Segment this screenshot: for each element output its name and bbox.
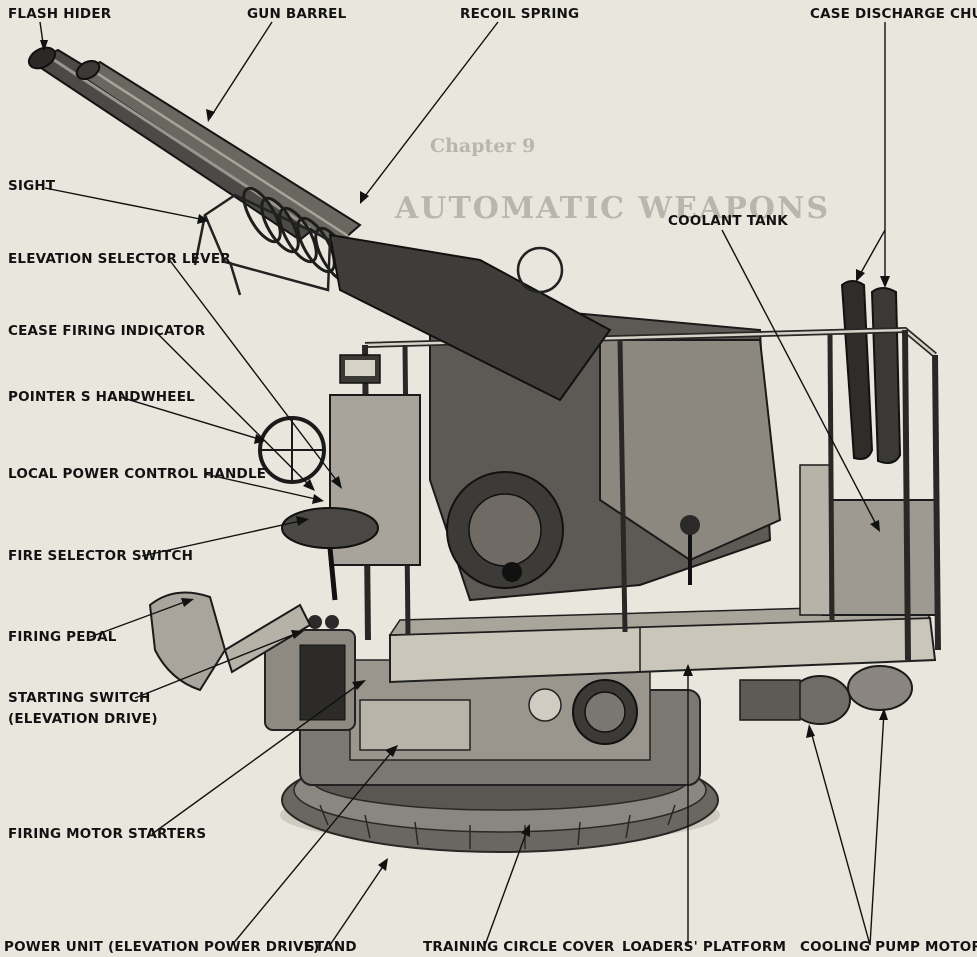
label-firing-motor-starters: FIRING MOTOR STARTERS xyxy=(8,826,206,842)
pointers-handwheel-shape xyxy=(258,416,326,484)
leader-cooling-pump-left xyxy=(809,727,871,946)
label-starting-switch-line2: (ELEVATION DRIVE) xyxy=(8,711,158,727)
leader-training-circle xyxy=(484,827,529,946)
case-discharge-chutes-shape xyxy=(840,280,902,464)
leader-sight xyxy=(44,187,206,221)
leader-recoil-spring xyxy=(361,21,499,201)
label-starting-switch-line1: STARTING SWITCH xyxy=(8,690,150,706)
pointer-station xyxy=(258,354,421,601)
leader-fire-selector xyxy=(141,519,306,557)
label-stand: STAND xyxy=(305,939,357,955)
label-coolant-tank: COOLANT TANK xyxy=(668,213,788,229)
pointer-seat xyxy=(281,507,379,549)
background-heading-text: AUTOMATIC WEAPONS xyxy=(394,191,830,226)
flash-hider-shape xyxy=(27,46,57,70)
label-flash-hider: FLASH HIDER xyxy=(8,6,112,22)
firing-motor-starters-box xyxy=(359,699,471,751)
label-elevation-selector-lever: ELEVATION SELECTOR LEVER xyxy=(8,251,231,267)
receiver-shape xyxy=(328,233,612,402)
leader-starting-switch xyxy=(134,631,301,699)
leader-stand xyxy=(329,861,387,946)
coolant-tank-shape xyxy=(799,464,938,616)
leader-lines xyxy=(39,21,890,946)
gun-mount-illustration xyxy=(27,46,941,853)
label-cease-firing-indicator: CEASE FIRING INDICATOR xyxy=(8,323,206,339)
label-firing-pedal: FIRING PEDAL xyxy=(8,629,117,645)
cooling-pump-motors-shape xyxy=(739,665,913,725)
label-pointers-handwheel: POINTER S HANDWHEEL xyxy=(8,389,195,405)
leader-firing-pedal xyxy=(89,599,191,638)
label-case-discharge-chutes: CASE DISCHARGE CHUTES xyxy=(810,6,977,22)
callout-labels: FLASH HIDER GUN BARREL RECOIL SPRING CAS… xyxy=(4,6,977,955)
firing-pedal-shape xyxy=(148,591,312,692)
label-cooling-pump-motors: COOLING PUMP MOTORS xyxy=(800,939,977,955)
label-loaders-platform: LOADERS' PLATFORM xyxy=(622,939,786,955)
leader-coolant-tank xyxy=(721,229,879,529)
leader-local-power xyxy=(204,473,321,501)
leader-pointers-handwheel xyxy=(119,396,263,441)
background-page-text: Chapter 9 AUTOMATIC WEAPONS xyxy=(394,135,830,226)
label-local-power-control-handle: LOCAL POWER CONTROL HANDLE xyxy=(8,466,266,482)
label-gun-barrel: GUN BARREL xyxy=(247,6,347,22)
label-power-unit: POWER UNIT (ELEVATION POWER DRIVE) xyxy=(4,939,319,955)
leader-power-unit xyxy=(231,747,396,946)
leader-cooling-pump-right xyxy=(869,711,885,946)
leader-case-chutes-left xyxy=(857,229,886,279)
label-training-circle-cover: TRAINING CIRCLE COVER xyxy=(423,939,615,955)
leader-firing-motor-starters xyxy=(151,681,363,835)
label-sight: SIGHT xyxy=(8,178,56,194)
sight-shape xyxy=(193,193,564,296)
leader-cease-firing xyxy=(154,330,313,489)
leader-elevation-selector xyxy=(167,257,341,486)
label-recoil-spring: RECOIL SPRING xyxy=(460,6,579,22)
loaders-platform-shape xyxy=(388,604,937,684)
label-fire-selector-switch: FIRE SELECTOR SWITCH xyxy=(8,548,193,564)
background-chapter-text: Chapter 9 xyxy=(430,135,535,157)
gun-barrels-shape xyxy=(27,46,362,248)
leader-gun-barrel xyxy=(209,21,273,119)
